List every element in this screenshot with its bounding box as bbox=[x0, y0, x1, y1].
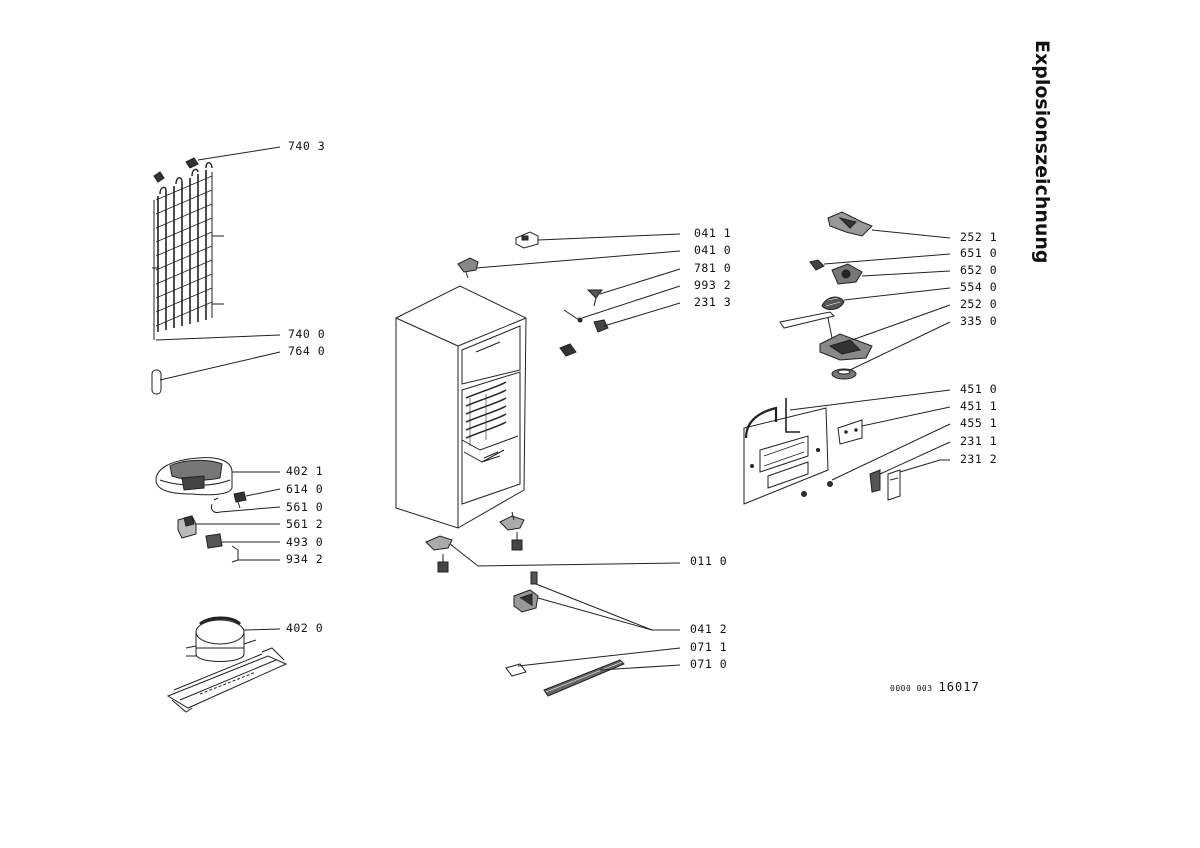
spring-part bbox=[563, 309, 583, 323]
leader-231-1 bbox=[879, 441, 951, 475]
part-label-071-1: 071 1 bbox=[690, 640, 728, 654]
part-label-451-1: 451 1 bbox=[960, 399, 998, 413]
leader-554-0 bbox=[843, 287, 951, 301]
handle-cap-part bbox=[505, 663, 527, 677]
part-label-455-1: 455 1 bbox=[960, 416, 998, 430]
leader-651-0 bbox=[823, 253, 951, 265]
knob-small-part bbox=[809, 259, 825, 271]
bracket-plate-part bbox=[837, 419, 863, 445]
leader-011-0a bbox=[449, 543, 479, 567]
part-label-740-0: 740 0 bbox=[288, 327, 326, 341]
compressor-part bbox=[166, 616, 288, 713]
hinge-mid-part bbox=[457, 257, 479, 279]
regulator-part bbox=[831, 263, 863, 285]
thermostat-cover-part bbox=[827, 211, 873, 237]
part-label-934-2: 934 2 bbox=[286, 552, 324, 566]
thermostat-housing-part bbox=[155, 457, 233, 496]
part-label-402-0: 402 0 bbox=[286, 621, 324, 635]
leader-335-0 bbox=[849, 321, 951, 371]
leader-781-0 bbox=[599, 268, 681, 295]
leader-231-2a bbox=[899, 459, 941, 473]
lamp-cover-part bbox=[586, 289, 603, 307]
leader-561-0 bbox=[219, 506, 281, 513]
cable-part bbox=[231, 545, 239, 563]
leader-764-0 bbox=[159, 351, 281, 381]
leader-402-0 bbox=[243, 628, 281, 631]
leader-041-0 bbox=[475, 250, 681, 269]
lamp-part bbox=[869, 469, 881, 493]
leader-041-2a bbox=[535, 583, 653, 631]
part-label-252-1: 252 1 bbox=[960, 230, 998, 244]
document-number-prefix: 0000 003 bbox=[890, 684, 933, 693]
control-panel-part bbox=[743, 398, 829, 505]
part-label-781-0: 781 0 bbox=[694, 261, 732, 275]
lamp-bracket-part bbox=[887, 469, 901, 501]
drawing-title: Explosionszeichnung bbox=[1024, 40, 1064, 264]
part-label-402-1: 402 1 bbox=[286, 464, 324, 478]
part-label-451-0: 451 0 bbox=[960, 382, 998, 396]
part-label-652-0: 652 0 bbox=[960, 263, 998, 277]
part-label-231-3: 231 3 bbox=[694, 295, 732, 309]
capillary-seal-part bbox=[831, 368, 857, 380]
leader-652-0 bbox=[861, 270, 951, 277]
hinge-top-part bbox=[515, 231, 539, 249]
bottom-hinge-part bbox=[425, 511, 525, 551]
part-label-041-1: 041 1 bbox=[694, 226, 732, 240]
leader-614-0 bbox=[245, 488, 281, 497]
leader-740-3 bbox=[197, 146, 281, 161]
leader-011-0 bbox=[477, 562, 681, 567]
cabinet-part bbox=[395, 285, 527, 529]
condenser-part bbox=[152, 157, 224, 340]
part-label-041-0: 041 0 bbox=[694, 243, 732, 257]
part-label-993-2: 993 2 bbox=[694, 278, 732, 292]
document-number: 0000 003 16017 bbox=[890, 676, 980, 695]
switch-part bbox=[177, 515, 197, 539]
part-label-335-0: 335 0 bbox=[960, 314, 998, 328]
leader-451-1 bbox=[861, 406, 951, 427]
screw-part bbox=[801, 481, 833, 497]
leader-451-0 bbox=[789, 389, 951, 411]
relay-part bbox=[205, 533, 223, 549]
knob-part bbox=[233, 491, 247, 509]
part-label-561-0: 561 0 bbox=[286, 500, 324, 514]
part-label-614-0: 614 0 bbox=[286, 482, 324, 496]
document-number-code: 16017 bbox=[938, 680, 980, 694]
part-label-252-0: 252 0 bbox=[960, 297, 998, 311]
leader-993-2 bbox=[581, 285, 681, 319]
part-label-071-0: 071 0 bbox=[690, 657, 728, 671]
lamp-socket-part bbox=[211, 497, 221, 513]
part-label-011-0: 011 0 bbox=[690, 554, 728, 568]
leader-071-1 bbox=[517, 647, 681, 667]
leader-231-3 bbox=[603, 302, 681, 327]
leader-252-0 bbox=[851, 304, 951, 341]
part-label-231-1: 231 1 bbox=[960, 434, 998, 448]
part-label-041-2: 041 2 bbox=[690, 622, 728, 636]
handle-bar-part bbox=[543, 659, 625, 697]
part-label-554-0: 554 0 bbox=[960, 280, 998, 294]
leader-041-2b bbox=[537, 597, 653, 631]
foot-part bbox=[437, 532, 523, 573]
leader-071-0 bbox=[599, 664, 681, 671]
dryer-filter-part bbox=[151, 369, 162, 395]
part-label-764-0: 764 0 bbox=[288, 344, 326, 358]
lamp-holder-part bbox=[559, 343, 577, 357]
part-label-493-0: 493 0 bbox=[286, 535, 324, 549]
leader-455-1 bbox=[831, 423, 951, 481]
leader-740-0 bbox=[155, 334, 281, 341]
leader-041-1 bbox=[537, 233, 681, 241]
door-bracket-part bbox=[513, 571, 539, 613]
drawing-title-text: Explosionszeichnung bbox=[1031, 40, 1053, 264]
part-label-561-2: 561 2 bbox=[286, 517, 324, 531]
leader-252-1 bbox=[871, 229, 951, 239]
part-label-651-0: 651 0 bbox=[960, 246, 998, 260]
part-label-740-3: 740 3 bbox=[288, 139, 326, 153]
coil-part bbox=[821, 296, 845, 310]
thermostat-part bbox=[779, 311, 873, 361]
part-label-231-2: 231 2 bbox=[960, 452, 998, 466]
bulb-part bbox=[593, 319, 609, 333]
